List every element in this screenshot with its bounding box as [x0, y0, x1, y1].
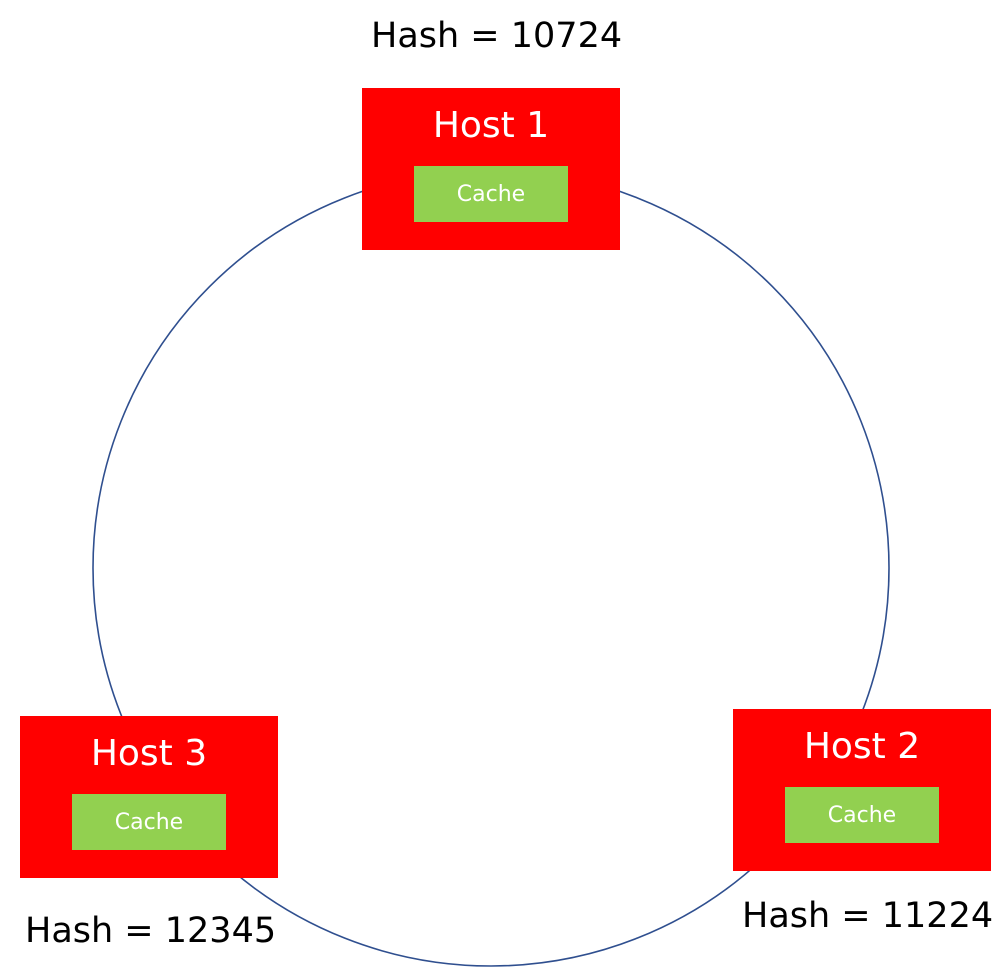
host-3-hash-label: Hash = 12345 [25, 911, 277, 951]
host-2-cache: Cache [785, 787, 939, 843]
host-2-title: Host 2 [803, 726, 921, 767]
host-3-title: Host 3 [90, 733, 208, 774]
host-3-node: Host 3 Cache [20, 716, 278, 878]
host-3-cache: Cache [72, 794, 226, 850]
host-2-hash-label: Hash = 11224 [742, 896, 994, 936]
host-1-title: Host 1 [432, 105, 550, 146]
host-2-node: Host 2 Cache [733, 709, 991, 871]
host-1-cache: Cache [414, 166, 568, 222]
host-1-node: Host 1 Cache [362, 88, 620, 250]
host-1-hash-label: Hash = 10724 [371, 16, 623, 56]
